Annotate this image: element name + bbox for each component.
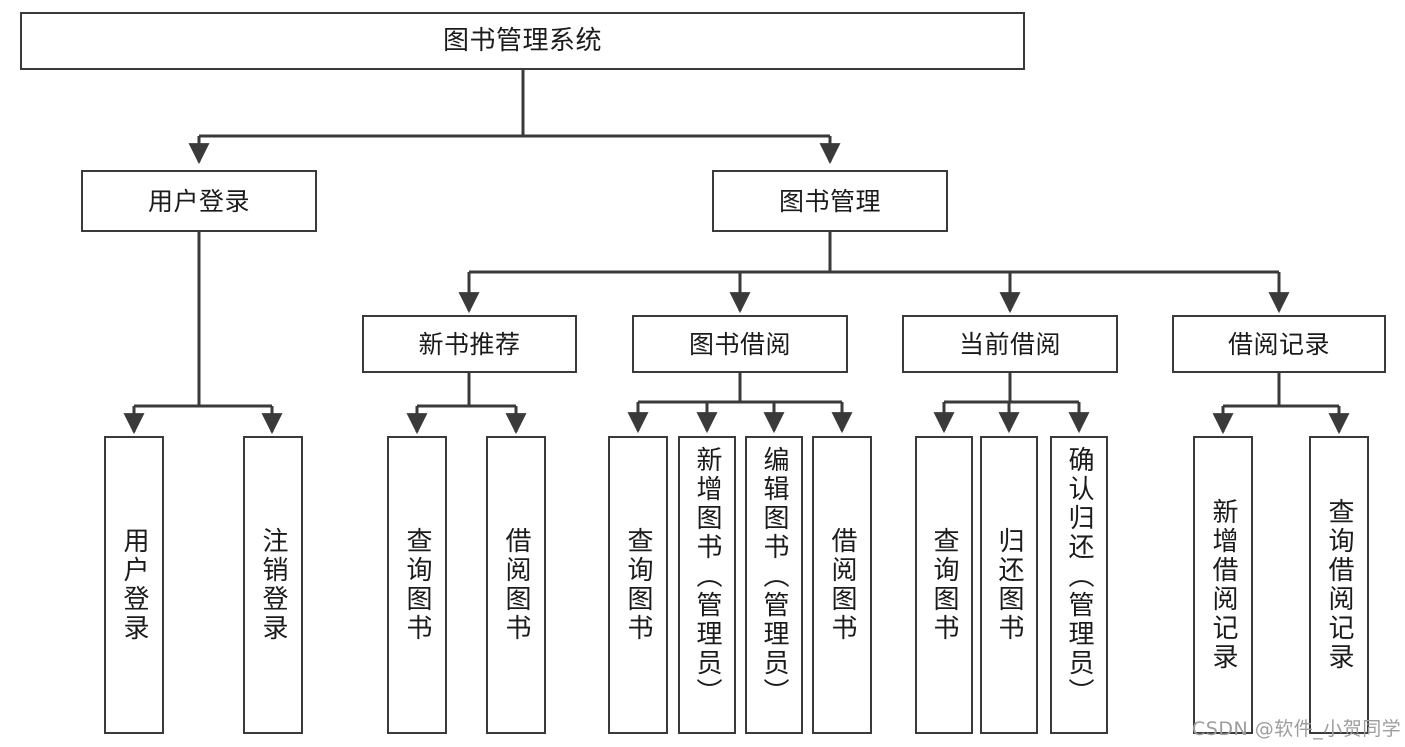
node-label: 图书管理: [778, 186, 881, 216]
node-label: 借阅记录: [1227, 329, 1330, 359]
node-label: 编辑图书（管理员）: [759, 446, 789, 707]
node-label: 用户登录: [119, 527, 149, 643]
leaf-borrow-query-book[interactable]: 查询图书: [608, 436, 668, 734]
leaf-current-query-book[interactable]: 查询图书: [915, 436, 973, 734]
csdn-watermark: CSDN @软件_小贺同学: [1192, 718, 1402, 740]
leaf-current-confirm-return-admin[interactable]: 确认归还（管理员）: [1050, 436, 1108, 734]
node-label: 新书推荐: [418, 329, 521, 359]
node-label: 查询图书: [402, 527, 432, 643]
node-label: 新增图书（管理员）: [692, 446, 722, 707]
node-label: 图书借阅: [688, 329, 791, 359]
node-borrow-records[interactable]: 借阅记录: [1172, 315, 1386, 373]
leaf-borrow-borrow-book[interactable]: 借阅图书: [812, 436, 872, 734]
node-label: 当前借阅: [958, 329, 1061, 359]
node-label: 图书管理系统: [442, 25, 602, 56]
node-label: 归还图书: [994, 527, 1024, 643]
node-label: 确认归还（管理员）: [1064, 446, 1094, 707]
node-label: 查询借阅记录: [1324, 498, 1354, 672]
node-label: 查询图书: [929, 527, 959, 643]
node-label: 注销登录: [258, 527, 288, 643]
leaf-current-return-book[interactable]: 归还图书: [980, 436, 1038, 734]
leaf-borrow-add-book-admin[interactable]: 新增图书（管理员）: [678, 436, 736, 734]
leaf-recommend-borrow-book[interactable]: 借阅图书: [486, 436, 546, 734]
leaf-records-query-record[interactable]: 查询借阅记录: [1309, 436, 1369, 734]
leaf-user-logout[interactable]: 注销登录: [243, 436, 303, 734]
node-label: 用户登录: [147, 186, 250, 216]
node-label: 借阅图书: [827, 527, 857, 643]
node-current-borrow[interactable]: 当前借阅: [902, 315, 1118, 373]
node-root-system[interactable]: 图书管理系统: [20, 12, 1025, 70]
node-label: 新增借阅记录: [1208, 498, 1238, 672]
node-label: 借阅图书: [501, 527, 531, 643]
node-new-book-recommend[interactable]: 新书推荐: [362, 315, 577, 373]
node-label: 查询图书: [623, 527, 653, 643]
leaf-borrow-edit-book-admin[interactable]: 编辑图书（管理员）: [745, 436, 803, 734]
node-book-management[interactable]: 图书管理: [712, 170, 948, 232]
leaf-recommend-query-book[interactable]: 查询图书: [387, 436, 447, 734]
leaf-records-add-record[interactable]: 新增借阅记录: [1193, 436, 1253, 734]
node-book-borrow[interactable]: 图书借阅: [632, 315, 848, 373]
node-user-login[interactable]: 用户登录: [81, 170, 317, 232]
leaf-user-login[interactable]: 用户登录: [104, 436, 164, 734]
